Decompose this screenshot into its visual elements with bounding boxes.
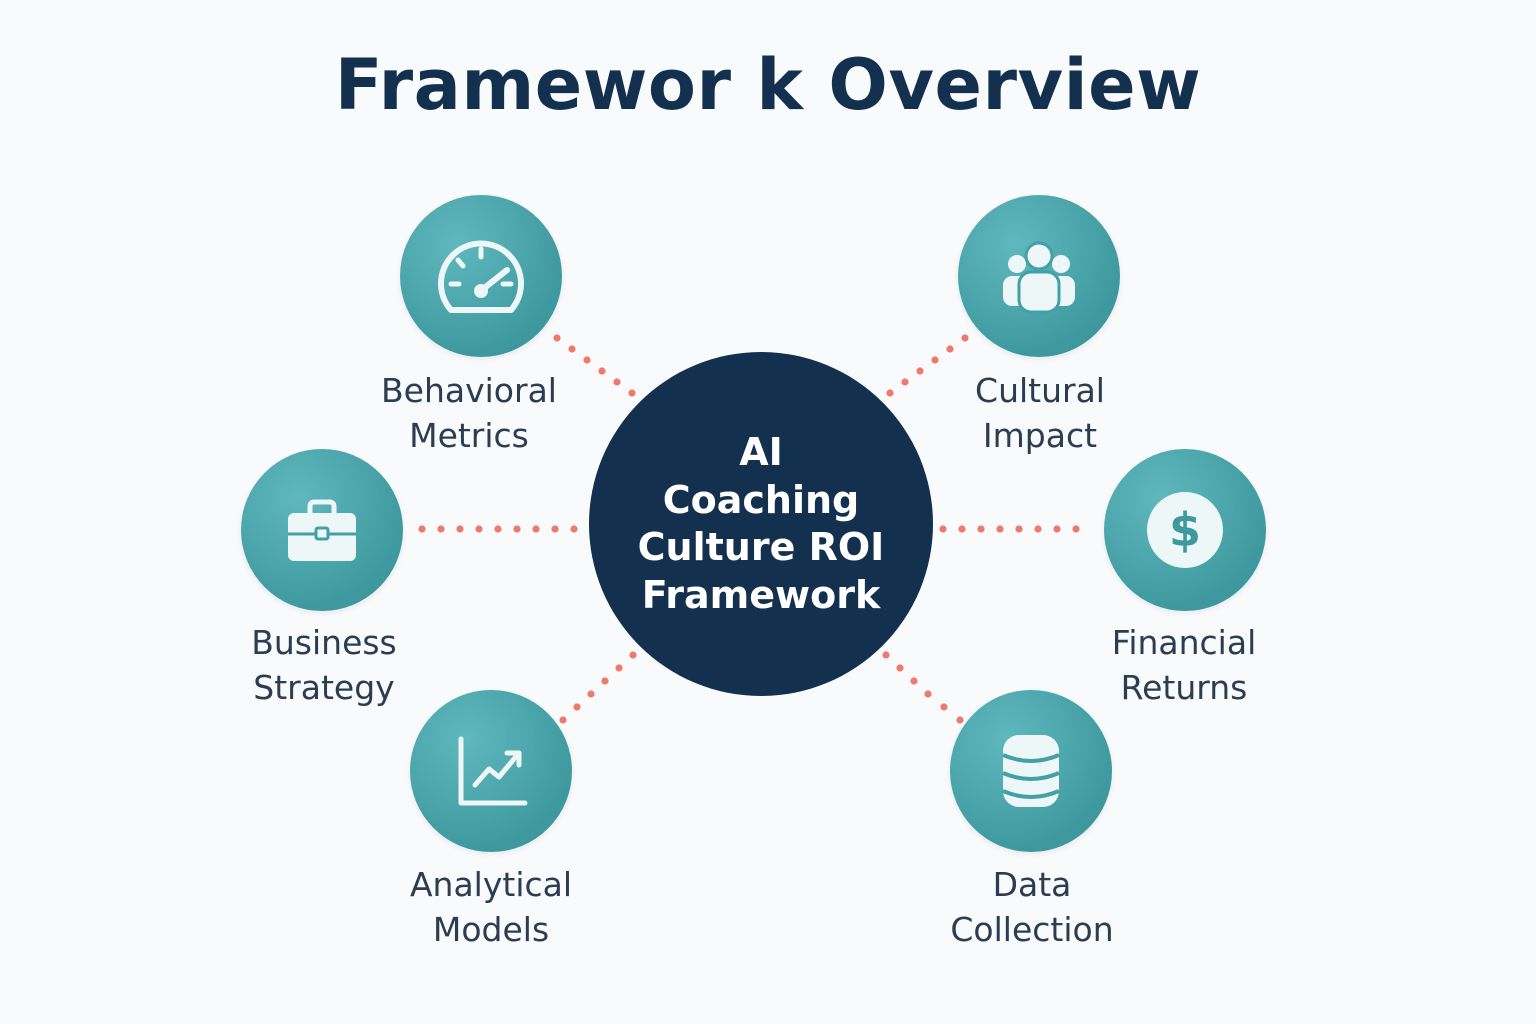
page-title: Framewor k Overview [334, 44, 1202, 126]
center-hub: AI Coaching Culture ROI Framework [589, 352, 933, 696]
svg-text:$: $ [1169, 503, 1201, 557]
node-label-analytical-models: Analytical Models [409, 865, 573, 950]
connector-financial-returns [939, 525, 1080, 533]
node-label-behavioral-metrics: Behavioral Metrics [381, 371, 557, 456]
connector-cultural-impact [886, 334, 969, 397]
connector-behavioral-metrics [553, 334, 636, 397]
node-cultural-impact [958, 195, 1120, 357]
node-behavioral-metrics [400, 195, 562, 357]
briefcase-icon [288, 499, 356, 561]
people-group-icon [1003, 241, 1075, 314]
node-business-strategy [241, 449, 403, 611]
node-label-business-strategy: Business Strategy [251, 623, 397, 708]
dollar-icon: $ [1147, 492, 1223, 568]
connector-analytical-models [559, 651, 637, 724]
line-chart-icon [458, 736, 528, 806]
speedometer-icon [438, 240, 524, 313]
connector-data-collection [882, 651, 964, 724]
node-label-financial-returns: Financial Returns [1111, 623, 1257, 708]
connector-business-strategy [418, 525, 578, 533]
node-label-data-collection: Data Collection [950, 865, 1114, 950]
node-data-collection [950, 690, 1112, 852]
node-analytical-models [410, 690, 572, 852]
database-icon [1002, 735, 1060, 807]
node-label-cultural-impact: Cultural Impact [975, 371, 1105, 456]
node-financial-returns: $ [1104, 449, 1266, 611]
center-label: AI Coaching Culture ROI Framework [637, 430, 885, 617]
